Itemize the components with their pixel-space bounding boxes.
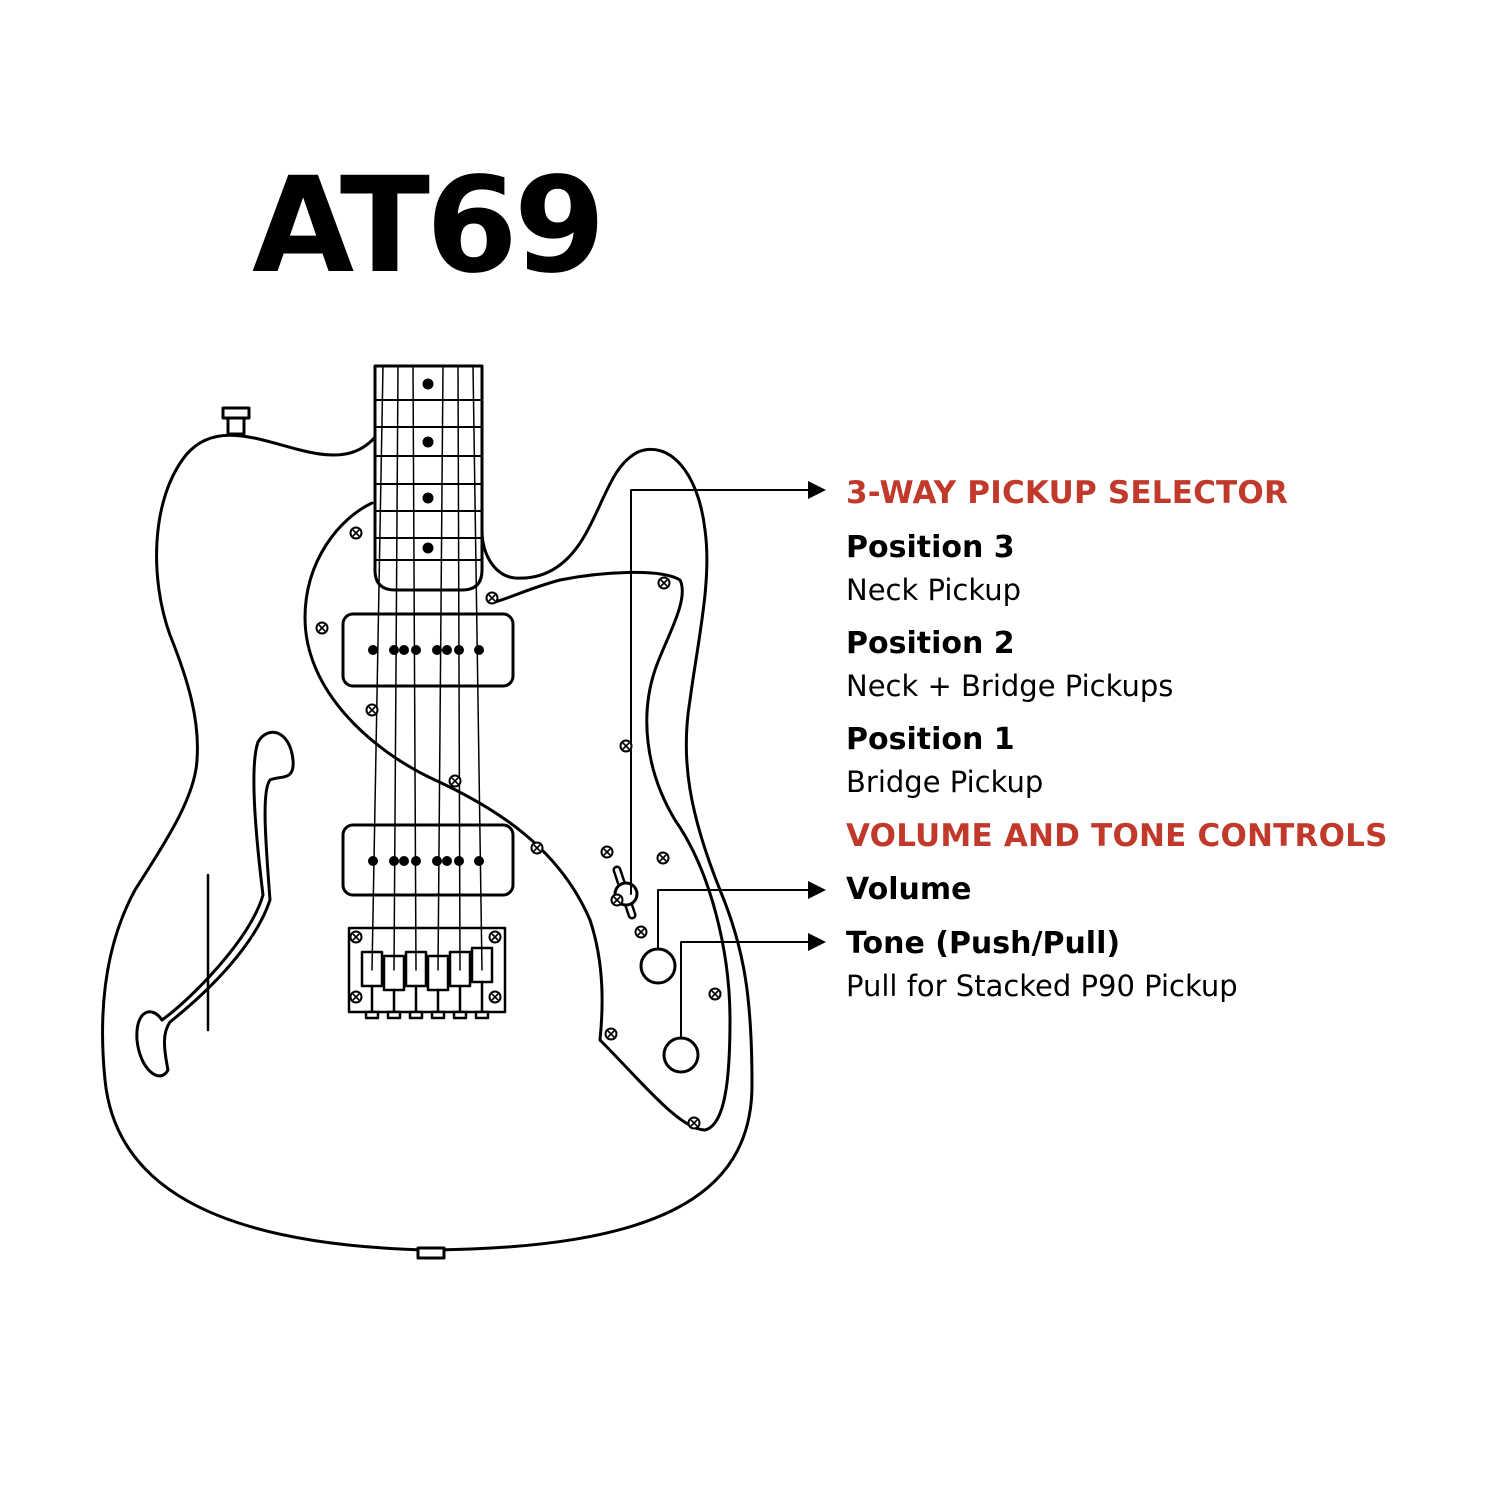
position-2-desc: Neck + Bridge Pickups bbox=[846, 669, 1174, 703]
tone-knob bbox=[662, 1036, 700, 1074]
tone-label: Tone (Push/Pull) bbox=[846, 926, 1121, 961]
fret-markers bbox=[422, 378, 434, 554]
pickguard bbox=[303, 501, 732, 1132]
arrow-heads bbox=[808, 481, 826, 951]
pole-pieces bbox=[368, 645, 484, 866]
position-1-label: Position 1 bbox=[846, 722, 1015, 757]
volume-label: Volume bbox=[846, 872, 972, 907]
volume-knob bbox=[639, 947, 677, 985]
fretboard bbox=[373, 364, 484, 592]
top-strap-button bbox=[221, 406, 251, 436]
page-title: AT69 bbox=[252, 149, 606, 303]
leader-lines bbox=[630, 489, 809, 1039]
tone-desc: Pull for Stacked P90 Pickup bbox=[846, 969, 1238, 1003]
f-hole bbox=[135, 730, 295, 1078]
position-2-label: Position 2 bbox=[846, 626, 1015, 661]
neck-pickup bbox=[341, 612, 515, 688]
selector-heading: 3-WAY PICKUP SELECTOR bbox=[846, 475, 1289, 511]
position-1-desc: Bridge Pickup bbox=[846, 765, 1044, 799]
position-3-label: Position 3 bbox=[846, 530, 1015, 565]
screws bbox=[315, 526, 722, 1130]
pickup-selector-switch bbox=[612, 865, 639, 920]
bridge-pickup bbox=[341, 823, 515, 897]
controls-heading: VOLUME AND TONE CONTROLS bbox=[846, 818, 1388, 854]
position-3-desc: Neck Pickup bbox=[846, 573, 1022, 607]
bottom-strap-button bbox=[416, 1246, 446, 1260]
strings bbox=[371, 365, 483, 971]
guitar-body-outline bbox=[101, 433, 754, 1252]
